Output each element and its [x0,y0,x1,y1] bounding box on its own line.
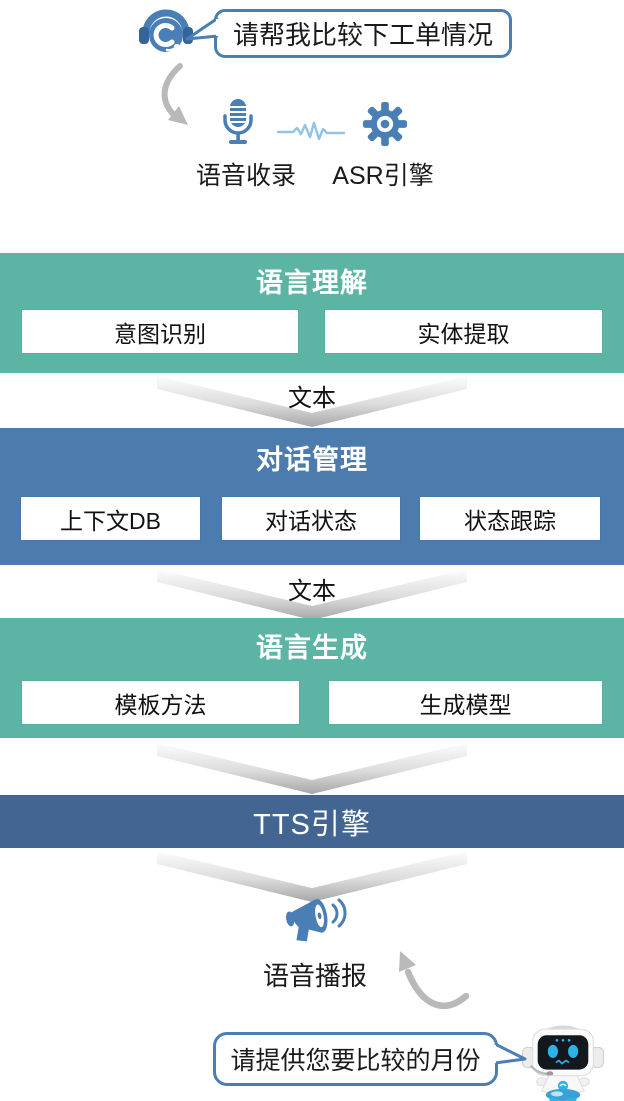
context-db-box: 上下文DB [21,497,200,540]
dialogue-state-box: 对话状态 [222,497,400,540]
headset-icon [139,9,193,52]
chevron-down-arrow-icon [157,851,467,902]
nlu-block-title: 语言理解 [256,268,368,298]
chevron-down-arrow-icon [157,569,467,620]
asr-engine-label: ASR引擎 [332,162,434,190]
bot-speech-text: 请提供您要比较的月份 [230,1047,481,1075]
bot-bubble-tail [493,1042,527,1065]
megaphone-icon [285,898,347,942]
nlg-block: 语言生成 模板方法 生成模型 [0,618,624,738]
dm-block-title: 对话管理 [256,445,368,475]
tts-engine-label: TTS引擎 [253,808,371,841]
nlu-block: 语言理解 意图识别 实体提取 [0,253,624,373]
dialogue-management-block: 对话管理 上下文DB 对话状态 状态跟踪 [0,428,624,565]
user-bubble-tail [185,16,219,41]
chevron-down-arrow-icon [157,743,467,794]
entity-extraction-box: 实体提取 [325,310,602,353]
generative-model-box: 生成模型 [329,681,602,724]
nlg-block-title: 语言生成 [256,633,368,663]
curved-arrow-up-icon [399,951,470,1009]
robot-icon [522,1025,604,1101]
intent-recognition-box: 意图识别 [22,310,298,353]
connector-text-label: 文本 [288,578,336,605]
state-tracking-box: 状态跟踪 [420,497,600,540]
tts-engine-bar: TTS引擎 [0,795,624,848]
template-method-box: 模板方法 [22,681,299,724]
user-speech-text: 请帮我比较下工单情况 [232,20,493,50]
waveform-icon [277,121,345,141]
microphone-icon [223,99,253,144]
voice-capture-label: 语音收录 [195,162,296,190]
user-speech-bubble: 请帮我比较下工单情况 [214,9,512,58]
voice-broadcast-label: 语音播报 [262,961,367,991]
connector-text-label: 文本 [288,385,336,412]
bot-speech-bubble: 请提供您要比较的月份 [213,1032,498,1086]
curved-arrow-down-icon [161,63,188,125]
chevron-down-arrow-icon [157,376,467,427]
gear-icon [362,101,408,147]
